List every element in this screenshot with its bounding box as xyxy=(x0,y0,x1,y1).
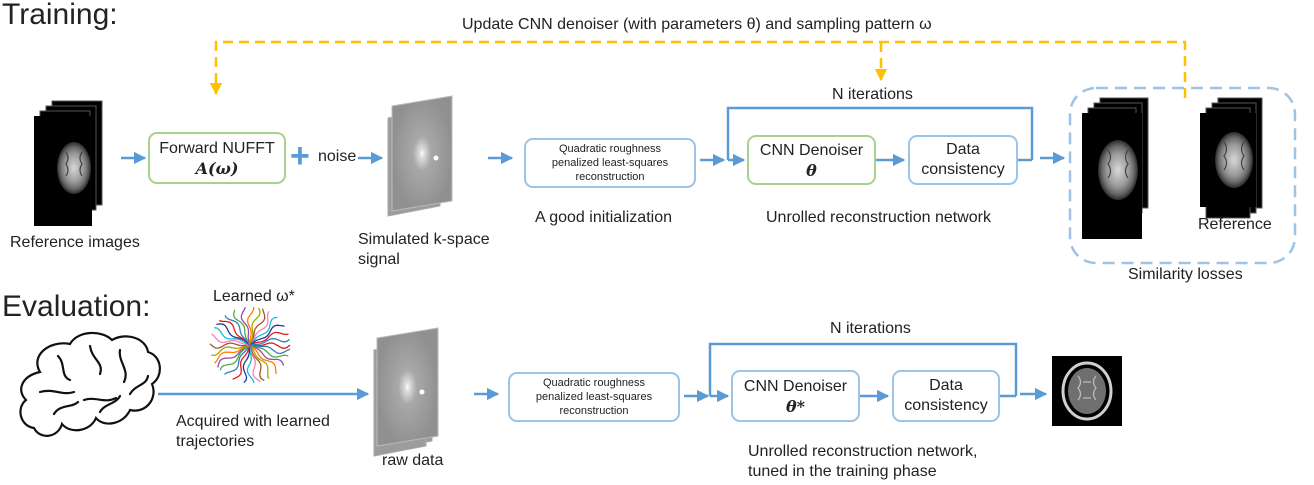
trajectory-spoke xyxy=(249,337,290,346)
cnn-denoiser-title: CNN Denoiser xyxy=(759,141,864,159)
data-consistency-line2: consistency xyxy=(921,161,1005,178)
trajectory-spoke xyxy=(249,324,285,346)
reference-images-stack xyxy=(34,100,103,226)
data-consistency-box: Data consistency xyxy=(908,135,1018,185)
trajectory-spoke xyxy=(246,307,255,346)
acquired-line1: Acquired with learned xyxy=(176,413,330,430)
acquired-label: Acquired with learned trajectories xyxy=(176,412,330,452)
plus-symbol: + xyxy=(290,137,310,175)
trajectory-spoke xyxy=(240,306,251,346)
trajectory-spoke xyxy=(216,323,251,346)
init-reconstruction-box: Quadratic roughness penalized least-squa… xyxy=(524,138,696,188)
eval-cnn-denoiser-box: CNN Denoiser θ* xyxy=(731,370,860,422)
eval-data-consistency-line2: consistency xyxy=(904,397,988,414)
trajectory-spoke xyxy=(249,344,270,379)
similarity-losses-frame xyxy=(1068,86,1297,265)
unrolled-caption: Unrolled reconstruction network xyxy=(766,209,991,226)
update-feedback-loop xyxy=(209,40,1187,98)
eval-init-box-line2: penalized least-squares xyxy=(535,391,653,403)
update-label: Update CNN denoiser (with parameters θ) … xyxy=(462,16,932,33)
trajectory-spoke xyxy=(214,327,251,346)
reference-label: Reference xyxy=(1198,216,1272,233)
eval-iteration-loop xyxy=(708,342,1048,403)
trajectory-spoke xyxy=(249,311,270,346)
trajectory-spoke xyxy=(218,320,251,346)
forward-nufft-box: Forward NUFFT A(ω) xyxy=(148,132,286,184)
trajectory-spoke xyxy=(232,344,251,380)
noise-label: noise xyxy=(318,148,357,165)
training-iteration-loop xyxy=(726,106,1066,167)
trajectory-spoke xyxy=(209,342,251,349)
raw-data-stack xyxy=(373,327,439,457)
eval-unrolled-line2: tuned in the training phase xyxy=(748,463,937,480)
trajectory-spoke xyxy=(211,333,251,346)
simulated-kspace-line1: Simulated k-space xyxy=(358,231,490,248)
kspace-stack xyxy=(387,95,453,217)
eval-cnn-denoiser-title: CNN Denoiser xyxy=(743,377,848,395)
trajectory-spoke xyxy=(249,344,265,382)
reference-output-stack xyxy=(1200,97,1263,219)
raw-data-label: raw data xyxy=(382,452,444,469)
trajectory-spoke xyxy=(214,344,251,364)
eval-data-consistency-line1: Data xyxy=(929,377,963,394)
evaluation-section-title: Evaluation: xyxy=(2,290,151,323)
eval-n-iterations: N iterations xyxy=(830,320,911,337)
eval-cnn-denoiser-math: θ* xyxy=(785,396,806,416)
trajectory-spoke xyxy=(249,344,277,375)
learned-trajectory-starburst xyxy=(209,306,291,384)
simulated-kspace-line2: signal xyxy=(358,251,400,268)
forward-nufft-math: A(ω) xyxy=(195,158,239,178)
trajectory-spoke xyxy=(224,314,251,346)
training-n-iterations: N iterations xyxy=(832,86,913,103)
trajectory-spoke xyxy=(246,344,255,384)
trajectory-spoke xyxy=(249,308,266,346)
data-consistency-line1: Data xyxy=(946,141,980,158)
trajectory-spoke xyxy=(224,344,251,375)
eval-init-box-line1: Quadratic roughness xyxy=(542,377,646,389)
init-caption: A good initialization xyxy=(535,209,672,226)
init-box-line2: penalized least-squares xyxy=(551,157,669,169)
similarity-losses-label: Similarity losses xyxy=(1128,266,1243,283)
init-box-line3: reconstruction xyxy=(575,171,645,183)
trajectory-spoke xyxy=(249,331,289,346)
reference-images-label: Reference images xyxy=(10,234,140,251)
init-box-line1: Quadratic roughness xyxy=(558,143,662,155)
trajectory-spoke xyxy=(242,344,251,384)
trajectory-spoke xyxy=(249,344,291,355)
trajectory-spoke xyxy=(249,342,291,349)
eval-init-box-line3: reconstruction xyxy=(559,405,629,417)
trajectory-spoke xyxy=(211,344,251,357)
forward-nufft-title: Forward NUFFT xyxy=(159,139,275,157)
trajectory-spoke xyxy=(249,307,261,346)
trajectory-spoke xyxy=(217,344,251,368)
acquired-line2: trajectories xyxy=(176,433,255,450)
trajectory-spoke xyxy=(219,344,251,371)
cnn-denoiser-math: θ xyxy=(806,160,817,180)
brain-outline-icon xyxy=(19,331,161,437)
simulated-kspace-label: Simulated k-space signal xyxy=(358,230,490,270)
trajectory-spoke xyxy=(233,309,251,346)
eval-unrolled-line1: Unrolled reconstruction network, xyxy=(748,443,978,460)
eval-init-reconstruction-box: Quadratic roughness penalized least-squa… xyxy=(508,372,680,422)
output-images-stack xyxy=(1082,97,1149,239)
trajectory-spoke xyxy=(249,344,285,366)
trajectory-spoke xyxy=(249,316,278,346)
eval-unrolled-caption: Unrolled reconstruction network, tuned i… xyxy=(748,442,977,482)
final-reconstruction-image xyxy=(1052,356,1122,426)
trajectory-spoke xyxy=(249,344,261,383)
eval-data-consistency-box: Data consistency xyxy=(892,370,1000,422)
training-section-title: Training: xyxy=(2,0,118,31)
learned-omega-label: Learned ω* xyxy=(213,288,295,305)
cnn-denoiser-box: CNN Denoiser θ xyxy=(747,135,876,185)
trajectory-spoke xyxy=(249,344,289,358)
